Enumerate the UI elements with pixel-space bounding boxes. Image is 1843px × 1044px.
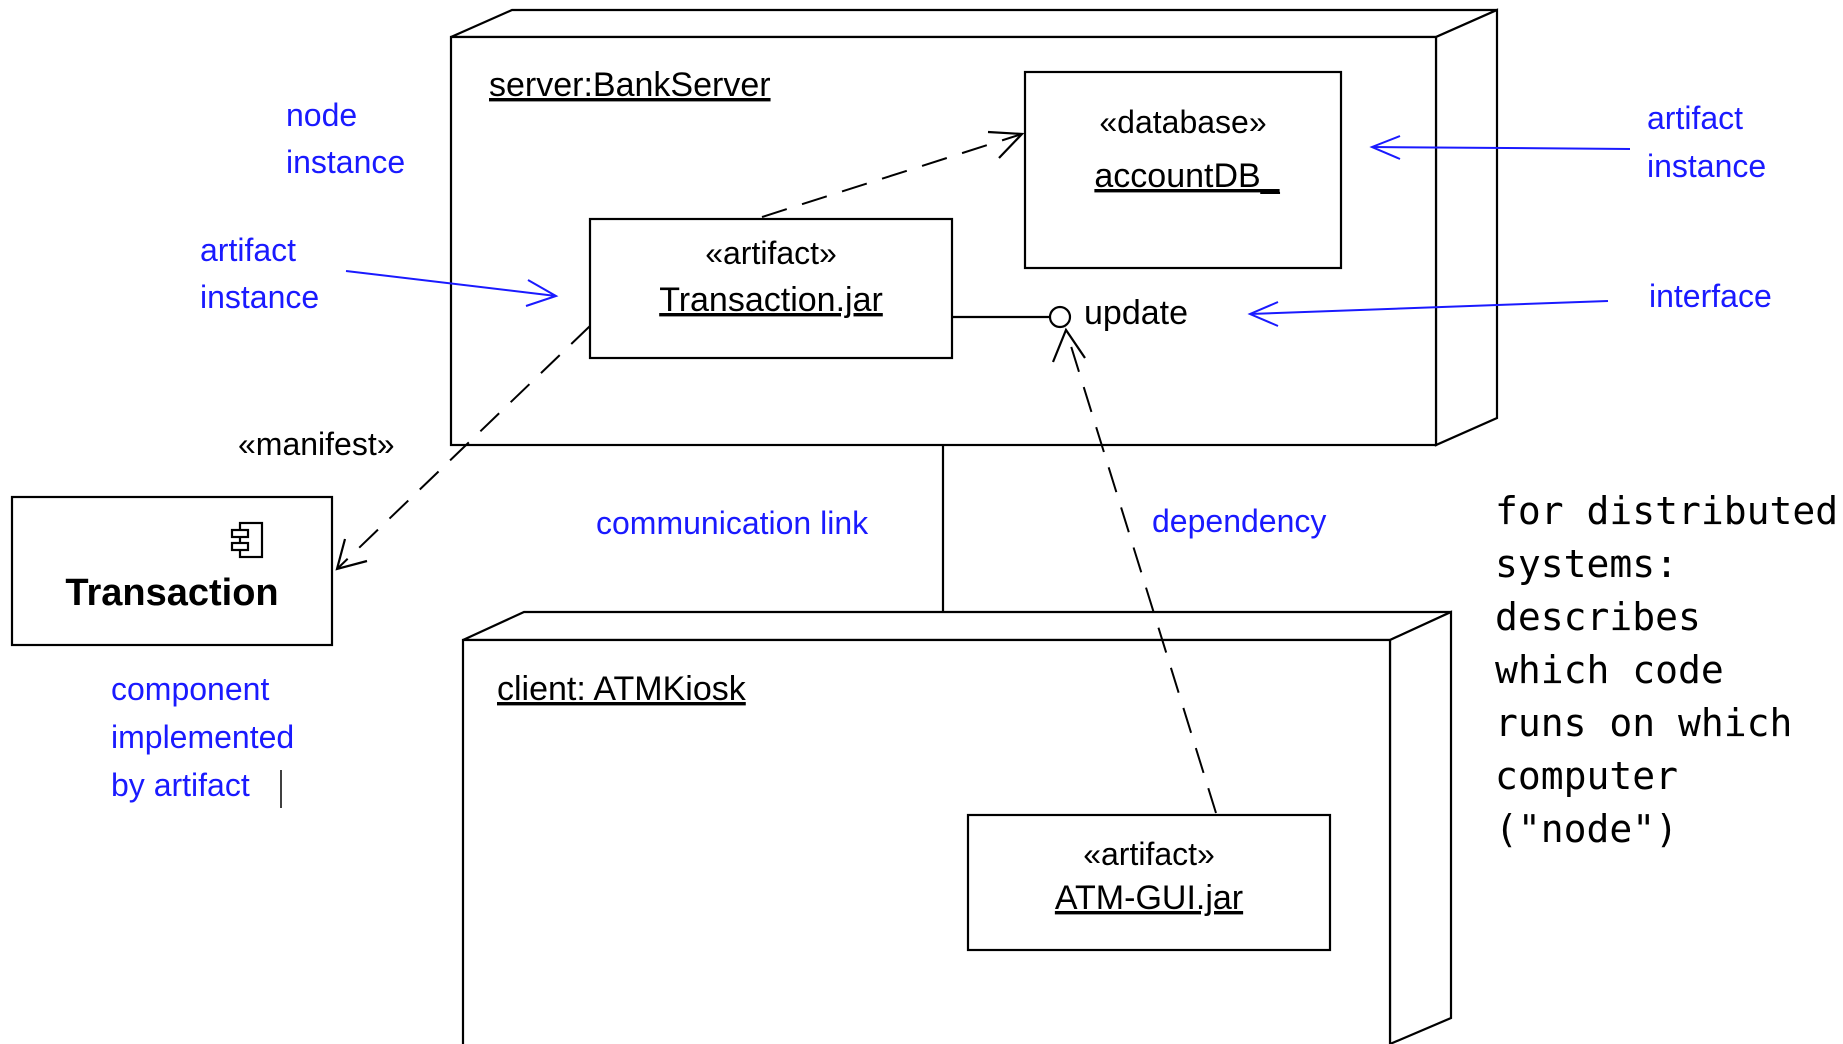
side-note-line-5: runs on which: [1495, 701, 1792, 745]
side-note-line-3: describes: [1495, 595, 1701, 639]
artifact-instance-left-line-1: artifact: [200, 232, 296, 268]
node-instance-line-1: node: [286, 97, 357, 133]
account-db-name: accountDB_: [1094, 157, 1280, 195]
atm-gui-jar-artifact: «artifact» ATM-GUI.jar: [966, 813, 1332, 952]
account-db-stereotype: «database»: [1099, 104, 1266, 140]
component-icon: [230, 521, 264, 559]
dependency-annotation: dependency: [1152, 503, 1326, 539]
manifest-arrow: [335, 325, 591, 571]
interface-annotation: interface: [1247, 278, 1772, 327]
component-implemented-line-2: implemented: [111, 719, 294, 755]
transaction-jar-artifact: «artifact» Transaction.jar: [588, 217, 954, 360]
artifact-instance-left-line-2: instance: [200, 279, 319, 315]
node-instance-line-2: instance: [286, 144, 405, 180]
server-node-name: server:BankServer: [489, 66, 771, 104]
communication-link-annotation: communication link: [596, 505, 869, 541]
artifact-instance-left-annotation: artifact instance: [200, 232, 559, 315]
component-implemented-line-3: by artifact: [111, 767, 250, 803]
transaction-jar-stereotype: «artifact»: [705, 235, 837, 271]
side-note-line-2: systems:: [1495, 542, 1678, 586]
interface-name: update: [1084, 294, 1188, 332]
side-note-line-4: which code: [1495, 648, 1724, 692]
transaction-jar-name: Transaction.jar: [659, 281, 883, 319]
account-db-artifact: «database» accountDB_: [1023, 70, 1343, 270]
interface-annotation-text: interface: [1649, 278, 1772, 314]
artifact-instance-right-annotation: artifact instance: [1369, 100, 1766, 184]
component-implemented-line-1: component: [111, 671, 269, 707]
component-implemented-annotation: component implemented by artifact: [111, 671, 294, 808]
component-name: Transaction: [65, 572, 278, 614]
node-instance-annotation: node instance: [286, 97, 405, 180]
database-dependency-arrow: [761, 130, 1025, 218]
manifest-label: «manifest»: [238, 426, 395, 462]
artifact-instance-right-line-2: instance: [1647, 148, 1766, 184]
transaction-component: Transaction: [10, 495, 334, 647]
gui-dependency-arrow: [1051, 327, 1217, 814]
update-interface: update: [952, 294, 1188, 332]
atm-gui-jar-stereotype: «artifact»: [1083, 836, 1215, 872]
client-node-name: client: ATMKiosk: [497, 670, 747, 708]
side-note-line-1: for distributed: [1495, 489, 1838, 533]
side-note-line-6: computer: [1495, 754, 1678, 798]
interface-lollipop-icon: [1048, 305, 1072, 329]
side-note: for distributed systems: describes which…: [1495, 489, 1838, 851]
artifact-instance-right-line-1: artifact: [1647, 100, 1743, 136]
side-note-line-7: ("node"): [1495, 807, 1678, 851]
atm-gui-jar-name: ATM-GUI.jar: [1055, 879, 1243, 917]
